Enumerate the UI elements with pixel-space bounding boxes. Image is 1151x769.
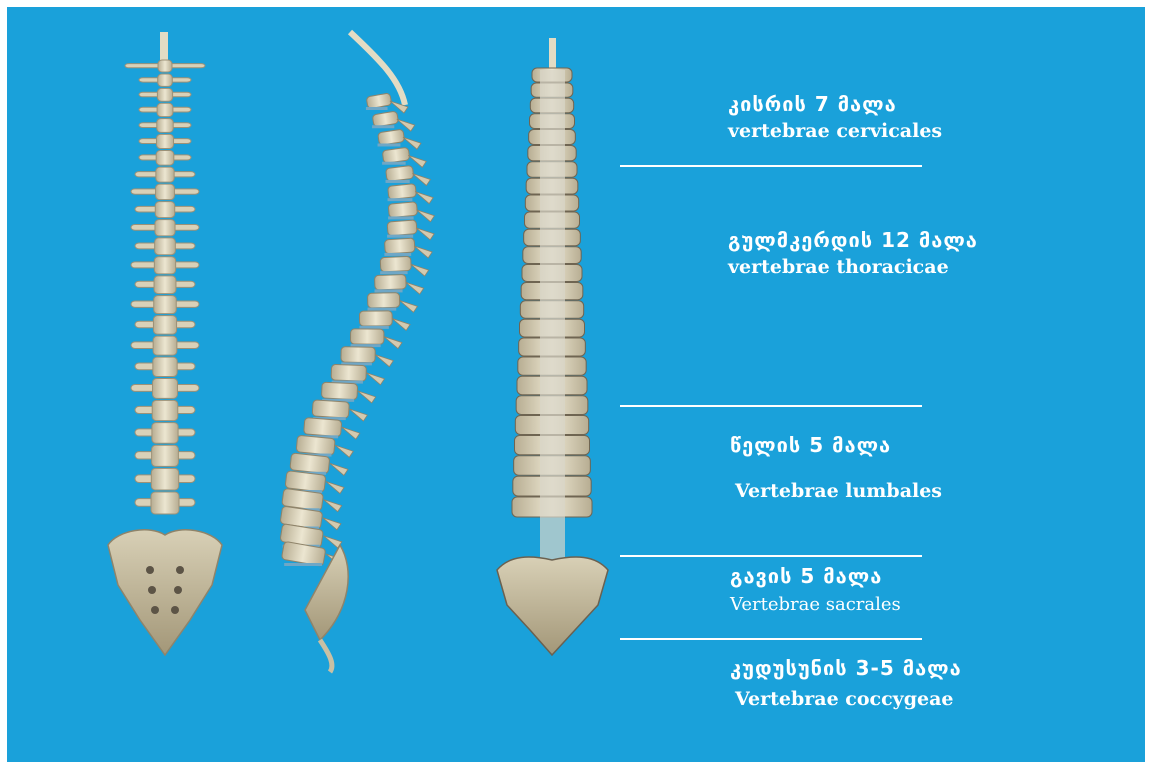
vertebra (139, 151, 191, 166)
vertebra (135, 276, 195, 294)
vertebra (131, 296, 199, 314)
label-coccygeal-latin: Vertebrae coccygeae (735, 688, 953, 710)
vertebra (380, 256, 428, 276)
vertebra (387, 220, 434, 240)
vertebra (135, 423, 195, 444)
vertebra (372, 111, 415, 131)
vertebra (135, 238, 195, 255)
vertebra (135, 445, 195, 466)
vertebra (368, 293, 418, 313)
vertebra (135, 468, 195, 490)
vertebra (382, 147, 426, 167)
divider-lumbar-sacral (620, 555, 922, 557)
vertebra (304, 418, 360, 440)
vertebra (135, 167, 195, 182)
vertebra (388, 184, 434, 204)
vertebra (388, 202, 434, 222)
anterior-view (497, 38, 608, 655)
vertebra (135, 357, 195, 376)
vertebra (331, 364, 384, 384)
label-lumbar-latin: Vertebrae lumbales (735, 480, 942, 502)
vertebra (131, 336, 199, 355)
vertebra (131, 379, 199, 399)
lateral-view (280, 32, 434, 672)
label-lumbar-georgian: წელის 5 მალა (730, 433, 891, 457)
label-sacral-georgian: გავის 5 მალა (730, 564, 882, 588)
vertebra (374, 274, 423, 294)
vertebra (135, 316, 195, 335)
label-thoracic-georgian: გულმკერდის 12 მალა (728, 228, 978, 252)
vertebra (139, 103, 191, 116)
vertebra (135, 492, 195, 514)
vertebra (139, 74, 191, 86)
divider-thoracic-lumbar (620, 405, 922, 407)
vertebra (378, 129, 421, 149)
label-cervical-georgian: კისრის 7 მალა (728, 92, 897, 116)
label-thoracic-latin: vertebrae thoracicae (728, 256, 949, 278)
vertebra (384, 238, 432, 258)
vertebra (386, 165, 431, 185)
label-cervical-latin: vertebrae cervicales (728, 120, 942, 142)
vertebra (135, 202, 195, 218)
vertebra (139, 88, 191, 101)
vertebra (321, 382, 375, 403)
vertebra (350, 329, 401, 349)
label-sacral-latin: Vertebrae sacrales (730, 594, 901, 615)
vertebra (131, 184, 199, 199)
vertebra (359, 311, 410, 331)
vertebra (131, 257, 199, 274)
vertebra (139, 134, 191, 148)
vertebra (312, 400, 367, 421)
vertebra (341, 347, 393, 367)
divider-sacral-coccygeal (620, 638, 922, 640)
posterior-view (108, 32, 222, 655)
vertebra (139, 119, 191, 133)
vertebra (135, 400, 195, 420)
divider-cervical-thoracic (620, 165, 922, 167)
vertebra (125, 60, 205, 72)
label-coccygeal-georgian: კუდუსუნის 3-5 მალა (730, 656, 962, 680)
vertebra (131, 220, 199, 236)
